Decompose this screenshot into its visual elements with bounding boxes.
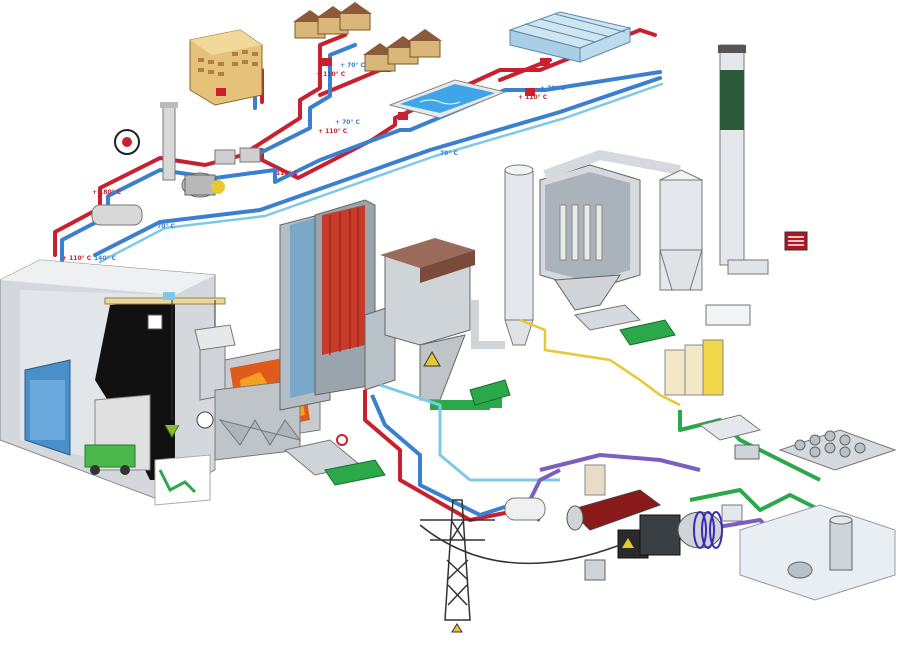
pump-group (91, 102, 261, 226)
temp-tag: + 110° C (318, 128, 348, 135)
temp-tag: + 180° C (92, 189, 122, 196)
ash-conveyors (283, 304, 676, 486)
storage-silos (664, 304, 751, 396)
temperature-tags: + 110° C + 70° C + 110° C + 70° C 70° C … (62, 62, 566, 262)
temp-tag: 70° C (440, 150, 458, 157)
greenhouses (508, 11, 632, 63)
temp-tag: + 70° C (540, 85, 566, 92)
temp-tag: + 110° C (62, 255, 92, 262)
bag-filter (539, 149, 681, 311)
cooling-fans (698, 414, 897, 471)
return-main-lower (93, 76, 662, 257)
temp-tag: + 70° C (150, 223, 176, 230)
scrubber-tower (659, 169, 703, 291)
power-pylon (419, 499, 621, 621)
waste-bunker-building (0, 259, 226, 506)
temp-tag: + 110° C (316, 71, 346, 78)
swimming-pool (388, 79, 507, 119)
temp-tag: + 70° C (335, 119, 361, 126)
electrostatic-building (380, 238, 502, 410)
cyclone-tower (471, 164, 534, 349)
apartment-building (189, 29, 263, 106)
return-branch-a (254, 43, 357, 157)
chimney-stack (718, 44, 808, 275)
houses-cluster-top (293, 2, 372, 39)
temp-tag: 140° C (94, 255, 117, 262)
temp-tag: + 70° C (340, 62, 366, 69)
hot-supply-branch-a (248, 33, 347, 152)
yellow-flue-line (519, 318, 681, 407)
high-voltage-warning-sign (451, 623, 463, 633)
turbine-generator (504, 464, 743, 581)
water-tank-basin (739, 504, 896, 601)
temp-tag: 110° C (276, 170, 299, 177)
heat-exchanger-units (216, 58, 550, 120)
houses-cluster-middle (363, 29, 442, 72)
temp-tag: + 110° C (518, 94, 548, 101)
boiler (279, 199, 396, 411)
water-pipe-light (98, 82, 664, 264)
